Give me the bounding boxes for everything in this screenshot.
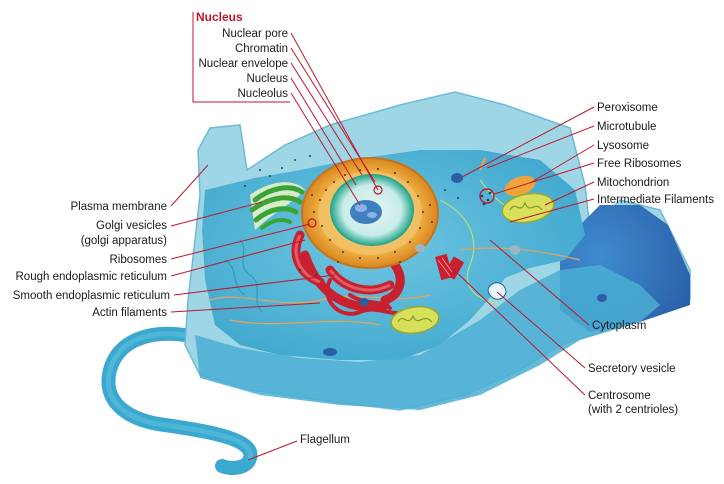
nucleus-parts: Nuclear pore Chromatin Nuclear envelope … [198,28,288,100]
left-labels: Plasma membrane Golgi vesicles (golgi ap… [13,201,170,319]
mitochondrion [390,192,555,335]
label-flagellum: Flagellum [300,434,350,446]
label-mitochondrion: Mitochondrion [597,177,669,189]
label-nucleus: Nucleus [246,73,288,85]
label-ribosomes: Ribosomes [109,254,167,266]
label-smooth-er: Smooth endoplasmic reticulum [13,290,170,302]
right-leaders [451,106,595,396]
label-chromatin: Chromatin [235,43,288,55]
chromatin [311,168,433,263]
right-labels: Peroxisome Microtubule Lysosome Free Rib… [588,102,714,416]
label-nuclear-envelope: Nuclear envelope [198,58,288,70]
label-centrosome: Centrosome [588,390,651,402]
label-microtubule: Microtubule [597,121,656,133]
label-peroxisome: Peroxisome [597,102,658,114]
free-ribosome-marker [479,188,495,204]
label-secretory-vesicle: Secretory vesicle [588,363,676,375]
label-lysosome: Lysosome [597,140,649,152]
label-plasma-membrane: Plasma membrane [70,201,167,213]
label-golgi-apparatus: (golgi apparatus) [81,235,167,247]
left-leaders [170,164,336,313]
label-free-ribosomes: Free Ribosomes [597,158,682,170]
label-actin-filaments: Actin filaments [92,307,167,319]
peroxisome [451,173,463,183]
flagellum-leader [247,440,298,461]
label-rough-er: Rough endoplasmic reticulum [16,271,168,283]
nucleolus [350,200,382,224]
ribosome-marker [307,218,317,228]
free-ribosomes [244,155,492,276]
label-nuclear-pore: Nuclear pore [222,28,288,40]
label-nucleolus: Nucleolus [238,88,289,100]
golgi-apparatus [249,182,305,230]
label-cytoplasm: Cytoplasm [592,320,646,332]
label-golgi-vesicles: Golgi vesicles [96,220,167,232]
label-intermediate-filaments: Intermediate Filaments [597,194,714,206]
nuclear-pore [373,185,383,195]
nucleus-title: Nucleus [196,10,243,24]
nucleus-leaders [290,32,379,206]
label-centrioles: (with 2 centrioles) [588,404,678,416]
nucleus-organelle [301,157,439,269]
